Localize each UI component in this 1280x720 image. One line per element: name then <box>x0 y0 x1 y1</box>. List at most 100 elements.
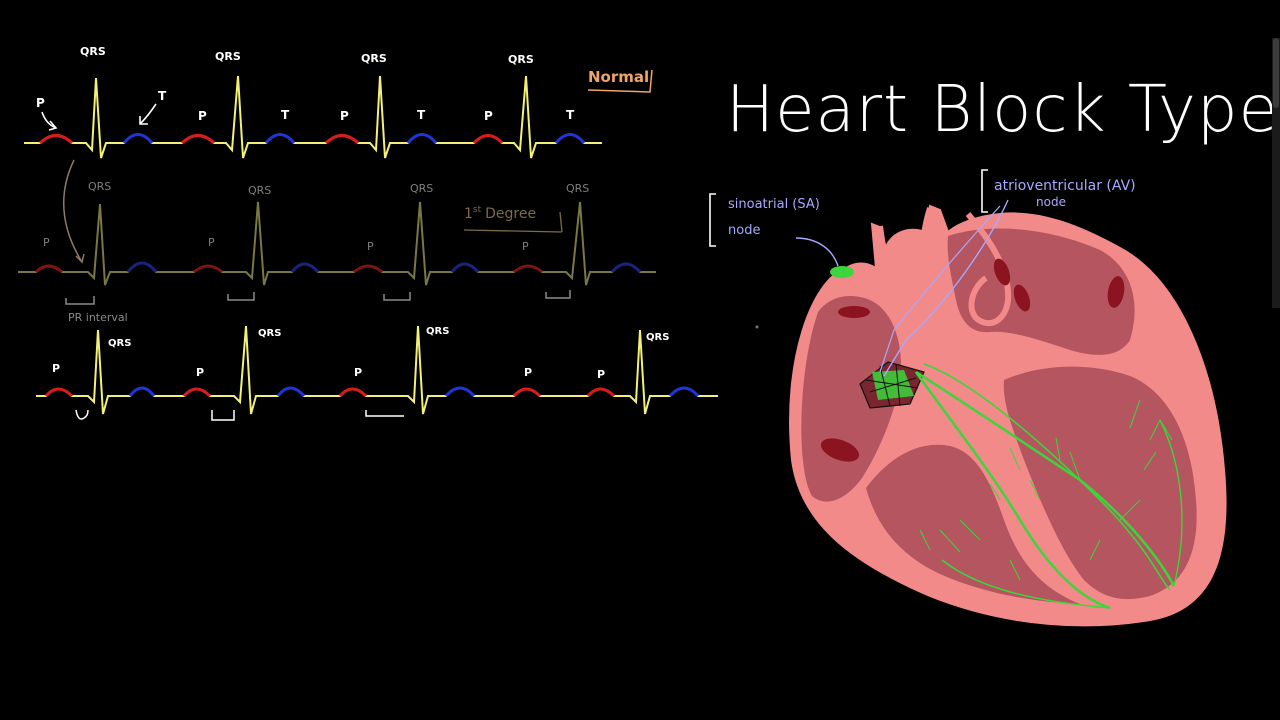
p-wave <box>34 264 63 274</box>
qrs-label: QRS <box>258 328 281 339</box>
t-label: T <box>417 108 426 122</box>
ink-dot <box>755 325 759 329</box>
heart-diagram <box>789 199 1227 627</box>
t-wave <box>406 133 438 144</box>
left-ventricle <box>1003 366 1197 600</box>
scrollbar[interactable] <box>1272 38 1280 308</box>
qrs-label: QRS <box>426 326 449 337</box>
sa-node-label: sinoatrial (SA) <box>728 197 820 212</box>
scrollbar-thumb[interactable] <box>1273 38 1279 108</box>
p-wave <box>338 387 368 398</box>
first-degree-underline <box>463 211 563 233</box>
vessel-opening <box>993 258 1011 286</box>
pr-interval-bracket <box>365 410 404 417</box>
p-label: P <box>522 240 529 253</box>
t-wave <box>450 262 480 274</box>
av-node <box>859 361 925 409</box>
normal-label-underline <box>587 69 653 93</box>
p-label: P <box>367 240 374 253</box>
interventricular-septum <box>912 360 1110 612</box>
qrs-label: QRS <box>566 182 589 195</box>
av-node-label: node <box>1036 195 1066 209</box>
t-label: T <box>158 89 167 103</box>
aorta <box>965 212 1012 327</box>
p-label: P <box>524 366 532 379</box>
t-label: T <box>566 108 575 122</box>
pr-interval-bracket <box>383 292 411 301</box>
arrow-to-t-wave <box>139 103 157 125</box>
pr-interval-bracket <box>545 290 571 299</box>
p-label: P <box>198 109 207 123</box>
qrs-label: QRS <box>361 52 387 65</box>
qrs-label: QRS <box>80 45 106 58</box>
t-wave <box>668 386 700 398</box>
pr-interval-bracket <box>227 292 255 301</box>
p-wave <box>193 264 223 274</box>
p-label: P <box>208 236 215 249</box>
vena-cava <box>877 225 919 323</box>
p-wave <box>353 264 383 274</box>
conduction-pathways <box>914 363 1183 610</box>
p-label: P <box>597 368 605 381</box>
t-wave <box>610 262 642 274</box>
qrs-label: QRS <box>646 332 669 343</box>
p-label: P <box>340 109 349 123</box>
p-wave <box>586 387 616 398</box>
sa-node-leader-line <box>795 237 839 267</box>
purkinje-fibers <box>919 399 1173 581</box>
p-label: P <box>196 366 204 379</box>
pulmonary-artery <box>920 207 943 345</box>
page-title: Heart Block Types <box>726 73 1280 147</box>
curved-arrow <box>63 159 85 264</box>
qrs-label: QRS <box>410 182 433 195</box>
t-wave <box>554 133 586 144</box>
arrow-to-p-wave <box>41 111 58 131</box>
qrs-label: QRS <box>508 53 534 66</box>
qrs-label: QRS <box>88 180 111 193</box>
p-wave <box>44 387 74 398</box>
p-label: P <box>43 236 50 249</box>
t-wave <box>264 133 296 144</box>
ecg-trace-normal <box>24 75 602 159</box>
ecg-trace-third <box>36 325 718 415</box>
sa-node-label: node <box>728 223 760 238</box>
sa-node <box>830 266 854 278</box>
t-wave <box>126 261 158 273</box>
vessel-opening <box>1013 284 1031 312</box>
pr-interval-label: PR interval <box>68 311 128 324</box>
vessel-opening <box>820 438 860 462</box>
p-label: P <box>484 109 493 123</box>
p-wave <box>182 387 212 398</box>
qrs-label: QRS <box>108 338 131 349</box>
av-node-leader-line <box>879 205 1001 373</box>
t-wave <box>128 386 156 397</box>
pr-interval-bracket <box>75 409 89 420</box>
vessel-opening <box>1107 276 1125 308</box>
p-wave <box>324 134 360 145</box>
pr-interval-bracket <box>211 410 235 421</box>
right-ventricle <box>866 444 1080 604</box>
t-label: T <box>281 108 290 122</box>
vessel-opening <box>838 306 870 318</box>
t-wave <box>276 386 306 398</box>
p-wave <box>180 134 216 145</box>
normal-label: Normal <box>588 68 649 86</box>
qrs-label: QRS <box>215 50 241 63</box>
av-label-bracket <box>981 169 988 213</box>
p-label: P <box>52 362 60 375</box>
p-wave <box>512 387 542 398</box>
p-wave <box>38 134 74 145</box>
pr-interval-bracket <box>65 296 95 305</box>
t-wave <box>444 386 476 398</box>
p-wave <box>513 264 543 274</box>
t-wave <box>122 133 154 144</box>
ecg-strip-normal: QRS QRS QRS QRS P P P P T T T T Normal <box>24 45 653 159</box>
t-wave <box>290 262 320 274</box>
av-node-leader-line <box>883 199 1009 377</box>
sa-label-bracket <box>709 193 716 247</box>
p-label: P <box>354 366 362 379</box>
p-label: P <box>36 96 45 110</box>
